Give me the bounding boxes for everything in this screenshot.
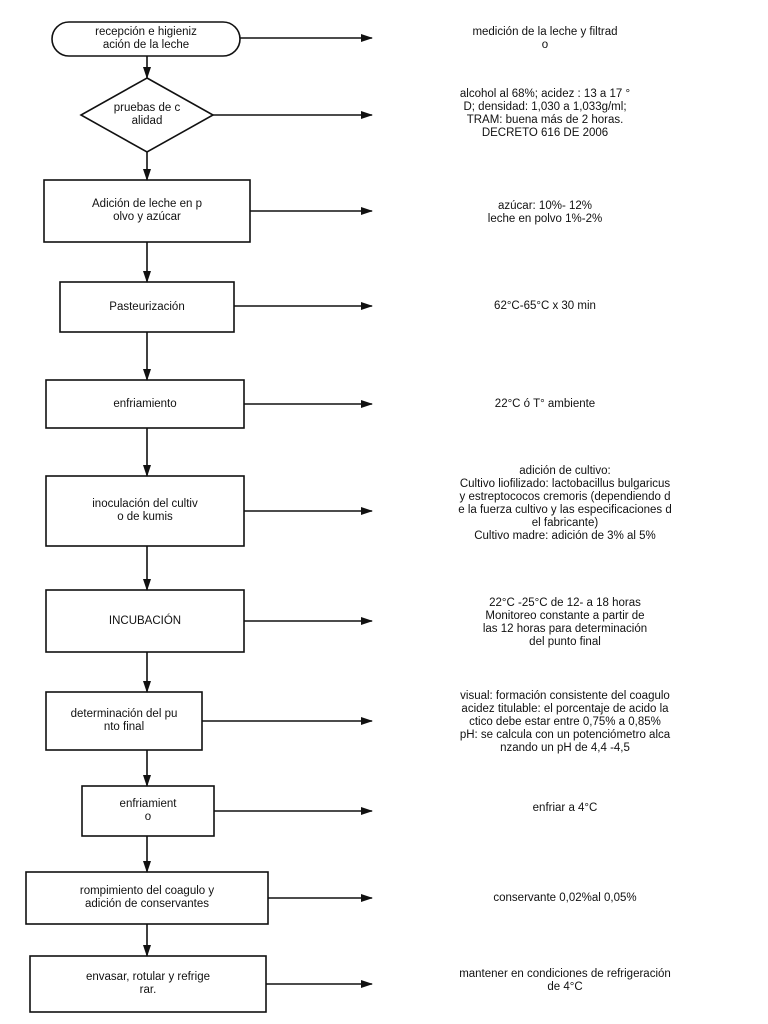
process-incubation	[45, 589, 245, 653]
note-final-cooling: enfriar a 4°C	[532, 801, 598, 814]
step-label-inoculation: inoculación del cultiv o de kumis	[92, 498, 198, 523]
step-label-final-cooling: enfriamient o	[119, 798, 177, 823]
step-label-packaging: envasar, rotular y refrige rar.	[85, 971, 210, 996]
note-reception: medición de la leche y filtrad o	[472, 26, 618, 51]
process-break-coagulum	[25, 871, 269, 925]
step-label-reception: recepción e higieniz ación de la leche	[95, 26, 197, 51]
step-label-cooling: enfriamiento	[113, 397, 177, 410]
step-label-quality-tests: pruebas de c alidad	[113, 102, 181, 127]
process-cooling	[45, 379, 245, 429]
note-incubation: 22°C -25°C de 12- a 18 horas Monitoreo c…	[482, 597, 648, 648]
step-label-end-point: determinación del pu nto final	[70, 708, 178, 733]
step-label-break-coagulum: rompimiento del coagulo y adición de con…	[79, 885, 215, 910]
note-pasteurization: 62°C-65°C x 30 min	[494, 299, 596, 312]
step-label-incubation: INCUBACIÓN	[108, 614, 182, 627]
note-break-coagulum: conservante 0,02%al 0,05%	[493, 891, 637, 904]
step-label-add-powder-sugar: Adición de leche en p olvo y azúcar	[92, 198, 202, 223]
terminator-reception	[51, 21, 241, 57]
step-label-pasteurization: Pasteurización	[109, 300, 185, 313]
process-inoculation	[45, 475, 245, 547]
note-quality-tests: alcohol al 68%; acidez : 13 a 17 ° D; de…	[459, 88, 631, 139]
process-final-cooling	[81, 785, 215, 837]
process-add-powder-sugar	[43, 179, 251, 243]
process-end-point	[45, 691, 203, 751]
note-inoculation: adición de cultivo: Cultivo liofilizado:…	[458, 465, 672, 542]
note-add-powder-sugar: azúcar: 10%- 12% leche en polvo 1%-2%	[487, 200, 603, 225]
note-packaging: mantener en condiciones de refrigeración…	[459, 968, 671, 993]
note-cooling: 22°C ó T° ambiente	[494, 397, 596, 410]
process-packaging	[29, 955, 267, 1013]
note-end-point: visual: formación consistente del coagul…	[459, 689, 671, 754]
